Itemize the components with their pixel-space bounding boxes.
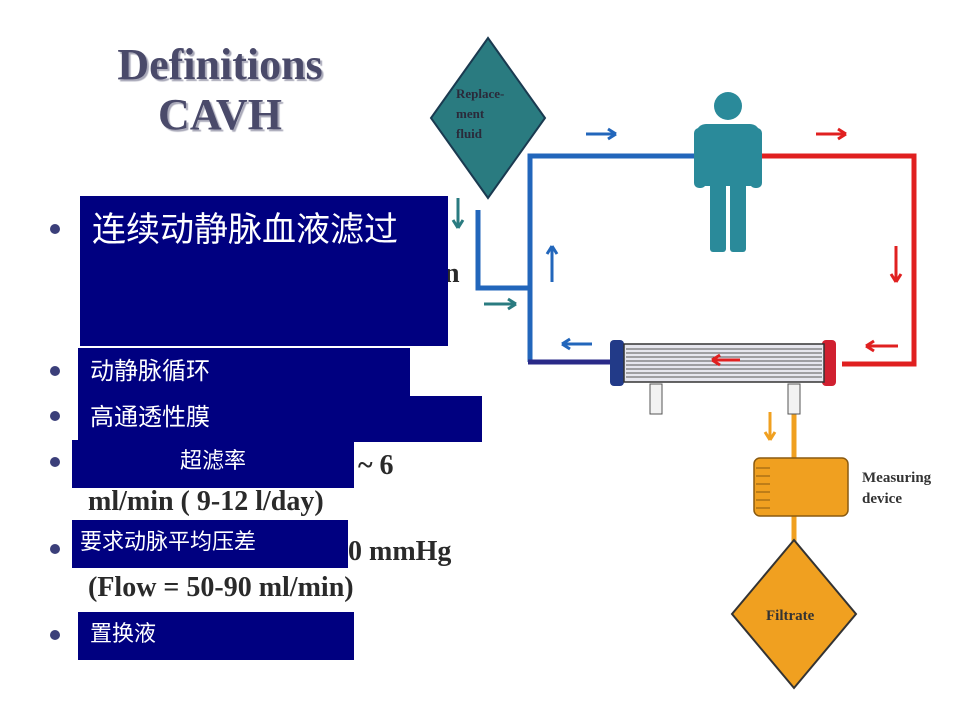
arrow-left-red — [865, 339, 898, 353]
replacement-label-line1: Replace- — [456, 86, 504, 101]
bullet-6 — [50, 630, 60, 640]
bullet-2 — [50, 366, 60, 376]
arrow-left-red-filter — [711, 353, 740, 367]
replacement-label-line2: ment — [456, 106, 485, 121]
arrow-up-blue — [545, 245, 559, 282]
hemofilter — [610, 340, 836, 415]
arrow-left-blue-bottom — [561, 337, 592, 351]
box-pressure-gradient: 要求动脉平均压差 — [72, 520, 348, 568]
slide-title: Definitions CAVH — [100, 40, 340, 140]
venous-tubing — [475, 153, 700, 365]
bullet-5 — [50, 544, 60, 554]
box-ultrafiltration-rate: 超滤率 — [72, 440, 354, 488]
arrow-down-red — [889, 246, 903, 283]
arrow-right-teal — [484, 297, 517, 311]
title-line-definitions: Definitions — [117, 40, 323, 89]
uf-rate-tail: ~ 6 — [358, 450, 394, 481]
box-replacement-fluid-text: 置换液 — [90, 622, 157, 647]
arrow-down-orange — [763, 412, 777, 441]
measuring-label-line1: Measuring — [862, 470, 932, 486]
filtrate-diamond: Filtrate — [730, 538, 858, 690]
filtrate-label: Filtrate — [766, 608, 815, 624]
box-replacement-fluid: 置换液 — [78, 612, 354, 660]
pressure-tail: 0 mmHg — [348, 536, 452, 567]
flow-text: (Flow = 50-90 ml/min) — [88, 572, 354, 603]
bullet-3 — [50, 411, 60, 421]
box-continuous-avh-text: 连续动静脉血液滤过 — [92, 210, 398, 250]
arrow-right-blue-top — [586, 127, 617, 141]
patient-person-icon — [694, 92, 762, 252]
uf-rate-text: ml/min ( 9-12 l/day) — [88, 486, 324, 517]
flow-arrows — [451, 127, 903, 441]
box-ultrafiltration-rate-text: 超滤率 — [179, 449, 246, 474]
box-high-flux-membrane-text: 高通透性膜 — [90, 403, 210, 431]
bullet-4 — [50, 457, 60, 467]
arrow-right-red-top — [816, 127, 847, 141]
box-pressure-gradient-text: 要求动脉平均压差 — [80, 530, 257, 555]
bullet-1 — [50, 224, 60, 234]
box-av-circuit: 动静脉循环 — [78, 348, 410, 396]
replacement-fluid-diamond: Replace- ment fluid — [429, 36, 547, 200]
box-continuous-avh: 连续动静脉血液滤过 — [80, 196, 448, 346]
replacement-label-line3: fluid — [456, 126, 483, 141]
title-line-cavh: CAVH — [158, 90, 282, 139]
arterial-tubing — [762, 153, 917, 367]
measuring-device: Measuring device — [753, 457, 932, 517]
box-high-flux-membrane: 高通透性膜 — [78, 396, 482, 442]
box-av-circuit-text: 动静脉循环 — [90, 357, 210, 385]
arrow-down-teal — [451, 198, 465, 229]
measuring-label-line2: device — [862, 491, 902, 507]
